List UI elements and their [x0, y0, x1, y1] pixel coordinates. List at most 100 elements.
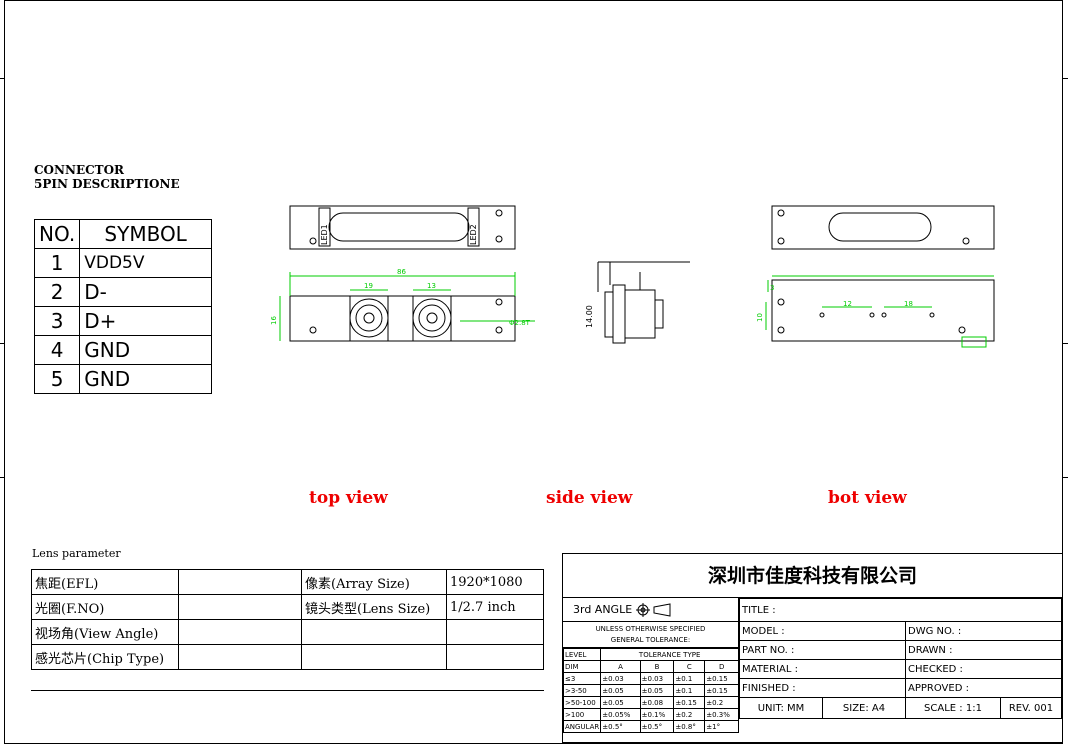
lens-label: 光圈(F.NO) — [31, 594, 179, 620]
top-view-pcb — [289, 295, 516, 342]
lens-value2 — [446, 619, 544, 645]
lens-label2: 像素(Array Size) — [301, 569, 447, 595]
part-no-field: PART NO. : — [739, 640, 906, 660]
bot-view-dimensions — [765, 275, 994, 348]
frame-tick — [1063, 477, 1068, 478]
top-view-outline — [289, 205, 516, 250]
pin-no: 5 — [33, 364, 81, 394]
unit-field: UNIT: MM — [739, 697, 823, 719]
tol-level: LEVEL — [562, 648, 602, 661]
finished-row: FINISHED :APPROVED : — [739, 678, 1062, 698]
tolerance-row: ≤3±0.03±0.03±0.1±0.15 — [562, 672, 739, 685]
frame-tick — [0, 477, 5, 478]
projection-symbol-icon — [635, 603, 671, 617]
lens-table-rule — [31, 690, 544, 691]
unit-row: UNIT: MM SIZE: A4 SCALE : 1:1 REV. 001 — [739, 697, 1062, 719]
tol-c: ±0.8° — [673, 720, 706, 733]
tol-dim: ANGULAR — [562, 720, 602, 733]
lens-label2 — [301, 619, 447, 645]
tol-col: D — [704, 660, 739, 673]
tolerance-row: ANGULAR±0.5°±0.5°±0.8°±1° — [562, 720, 739, 733]
dim-side-label: 14.00 — [585, 305, 594, 328]
tol-a: ±0.5° — [600, 720, 641, 733]
lens-value — [178, 594, 302, 620]
unless-text: UNLESS OTHERWISE SPECIFIED — [595, 625, 706, 633]
tolerance-row: >3-50±0.05±0.05±0.1±0.15 — [562, 684, 739, 697]
pin-symbol: D- — [79, 277, 212, 307]
rev-field: REV. 001 — [1000, 697, 1062, 719]
tolerance-header: LEVEL TOLERANCE TYPE — [562, 648, 739, 661]
bot-view-outline — [771, 205, 995, 250]
lens-parameter-table: 焦距(EFL) 像素(Array Size) 1920*1080 光圈(F.NO… — [31, 569, 544, 670]
pin-header-no: NO. — [33, 219, 81, 249]
bot-dim-a-label: 12 — [843, 300, 852, 308]
lens-value2: 1/2.7 inch — [446, 594, 544, 620]
tolerance-table: LEVEL TOLERANCE TYPE DIM A B C D ≤3±0.03… — [562, 648, 739, 733]
tol-a: ±0.05% — [600, 708, 641, 721]
connector-title: CONNECTOR 5PIN DESCRIPTIONE — [34, 163, 180, 191]
lens-label: 感光芯片(Chip Type) — [31, 644, 179, 670]
tol-dim: >100 — [562, 708, 602, 721]
tol-c: ±0.2 — [673, 708, 706, 721]
led2-label: LED2 — [469, 224, 478, 245]
model-field: MODEL : — [739, 621, 906, 641]
title-field: TITLE : — [739, 598, 1062, 622]
tol-col: A — [600, 660, 641, 673]
frame-tick — [1063, 78, 1068, 79]
tol-c: ±0.1 — [673, 672, 706, 685]
tol-a: ±0.05 — [600, 696, 641, 709]
tol-c: ±0.1 — [673, 684, 706, 697]
connector-title-line1: CONNECTOR — [34, 163, 124, 177]
dim-lens2-label: 13 — [427, 282, 436, 290]
tol-a: ±0.03 — [600, 672, 641, 685]
bot-view-label: bot view — [828, 488, 907, 508]
bot-dim-c-label: 3 — [770, 284, 774, 292]
lens-value2 — [446, 644, 544, 670]
frame-tick — [0, 78, 5, 79]
side-view-label: side view — [546, 488, 633, 508]
angle-label: 3rd ANGLE — [573, 603, 633, 616]
pin-no: 1 — [33, 248, 81, 278]
finished-field: FINISHED : — [739, 678, 906, 698]
dim-left-height-label: 16 — [270, 316, 278, 325]
tol-b: ±0.5° — [639, 720, 675, 733]
bot-dim-h-label: 10 — [756, 313, 764, 322]
tol-d: ±1° — [704, 720, 739, 733]
dwg-no-field: DWG NO. : — [905, 621, 1062, 641]
title-row: TITLE : — [739, 598, 1062, 622]
tol-d: ±0.15 — [704, 672, 739, 685]
tol-a: ±0.05 — [600, 684, 641, 697]
bot-view-pcb — [771, 279, 995, 342]
tol-d: ±0.3% — [704, 708, 739, 721]
connector-title-line2: 5PIN DESCRIPTIONE — [34, 177, 180, 191]
title-fields: TITLE : MODEL :DWG NO. : PART NO. :DRAWN… — [739, 598, 1062, 719]
top-view-dimensions — [279, 272, 535, 341]
unless-cell: UNLESS OTHERWISE SPECIFIED GENERAL TOLER… — [563, 622, 739, 648]
lens-value — [178, 619, 302, 645]
tol-c: ±0.15 — [673, 696, 706, 709]
tol-col: B — [639, 660, 675, 673]
pin-no: 3 — [33, 306, 81, 336]
checked-field: CHECKED : — [905, 659, 1062, 679]
model-row: MODEL :DWG NO. : — [739, 621, 1062, 641]
tolerance-header: DIM A B C D — [562, 660, 739, 673]
lens-value — [178, 569, 302, 595]
tol-d: ±0.15 — [704, 684, 739, 697]
lens-row: 感光芯片(Chip Type) — [31, 644, 544, 670]
tol-dim: DIM — [562, 660, 602, 673]
dim-width-label: 86 — [397, 268, 406, 276]
tolerance-row: >50-100±0.05±0.08±0.15±0.2 — [562, 696, 739, 709]
tol-dim: >3-50 — [562, 684, 602, 697]
lens-row: 视场角(View Angle) — [31, 619, 544, 645]
tol-d: ±0.2 — [704, 696, 739, 709]
scale-field: SCALE : 1:1 — [905, 697, 1001, 719]
lens-parameter-title: Lens parameter — [32, 547, 121, 560]
lens-value — [178, 644, 302, 670]
tolerance-row: >100±0.05%±0.1%±0.2±0.3% — [562, 708, 739, 721]
technical-drawing: LED1 LED2 86 19 13 16 Φ2.8T — [270, 205, 995, 348]
tol-dim: >50-100 — [562, 696, 602, 709]
approved-field: APPROVED : — [905, 678, 1062, 698]
